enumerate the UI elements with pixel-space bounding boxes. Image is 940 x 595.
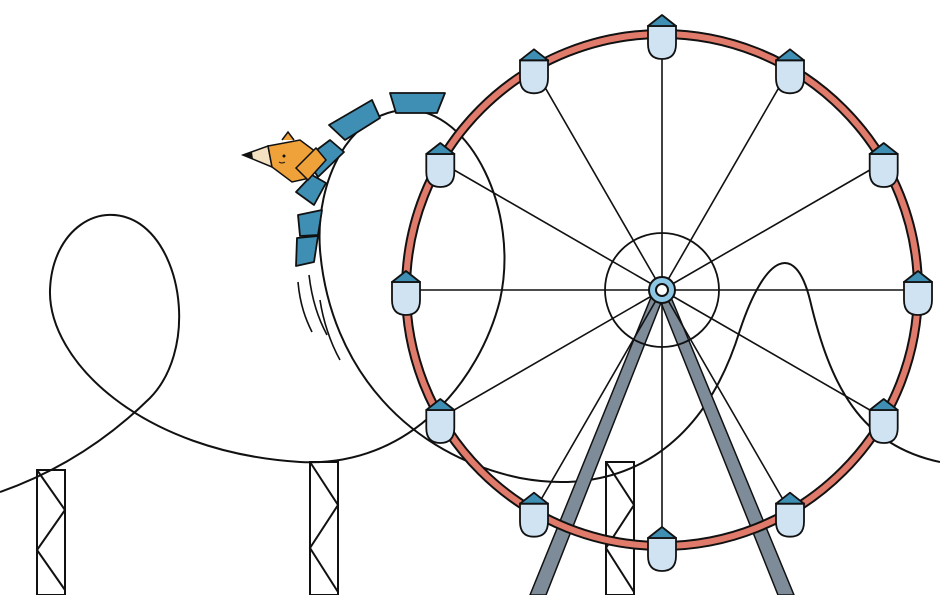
coaster-train [295,92,446,267]
wheel-spokes [406,34,918,546]
gondola-icon [647,14,677,60]
gondola-icon [425,142,456,188]
gondola-icon [519,48,549,95]
wheel-spoke [661,161,885,291]
coaster-car-icon [295,174,327,206]
support-tower-icon [35,469,67,595]
gondola-icon [868,142,899,188]
gondola-icon [647,526,677,572]
speed-lines [297,274,341,361]
wheel-spoke [661,289,791,513]
coaster-car-icon [389,92,446,114]
gondola-icon [775,491,805,538]
wheel-spoke [661,289,885,419]
gondola-icon [775,48,805,95]
wheel-spoke [439,289,663,419]
wheel-spoke [661,67,791,291]
coaster-car-icon [295,235,319,267]
coaster-car-icon [297,209,323,237]
gondola-icon [425,398,456,444]
fox-mascot-icon [240,130,327,183]
gondola-icon [519,491,549,538]
support-tower-icon [308,461,340,595]
gondola-icon [868,398,899,444]
wheel-spoke [439,161,663,291]
coaster-car-icon [328,99,381,141]
roller-coaster-track-icon [0,108,940,493]
gondola-icon [903,270,933,316]
support-tower-icon [604,461,636,595]
gondola-icon [391,270,421,316]
ferris-wheel-icon [391,14,933,572]
inner-ring [604,232,720,348]
wheel-spoke [533,67,663,291]
gondolas [391,14,933,572]
wheel-spoke [533,289,663,513]
